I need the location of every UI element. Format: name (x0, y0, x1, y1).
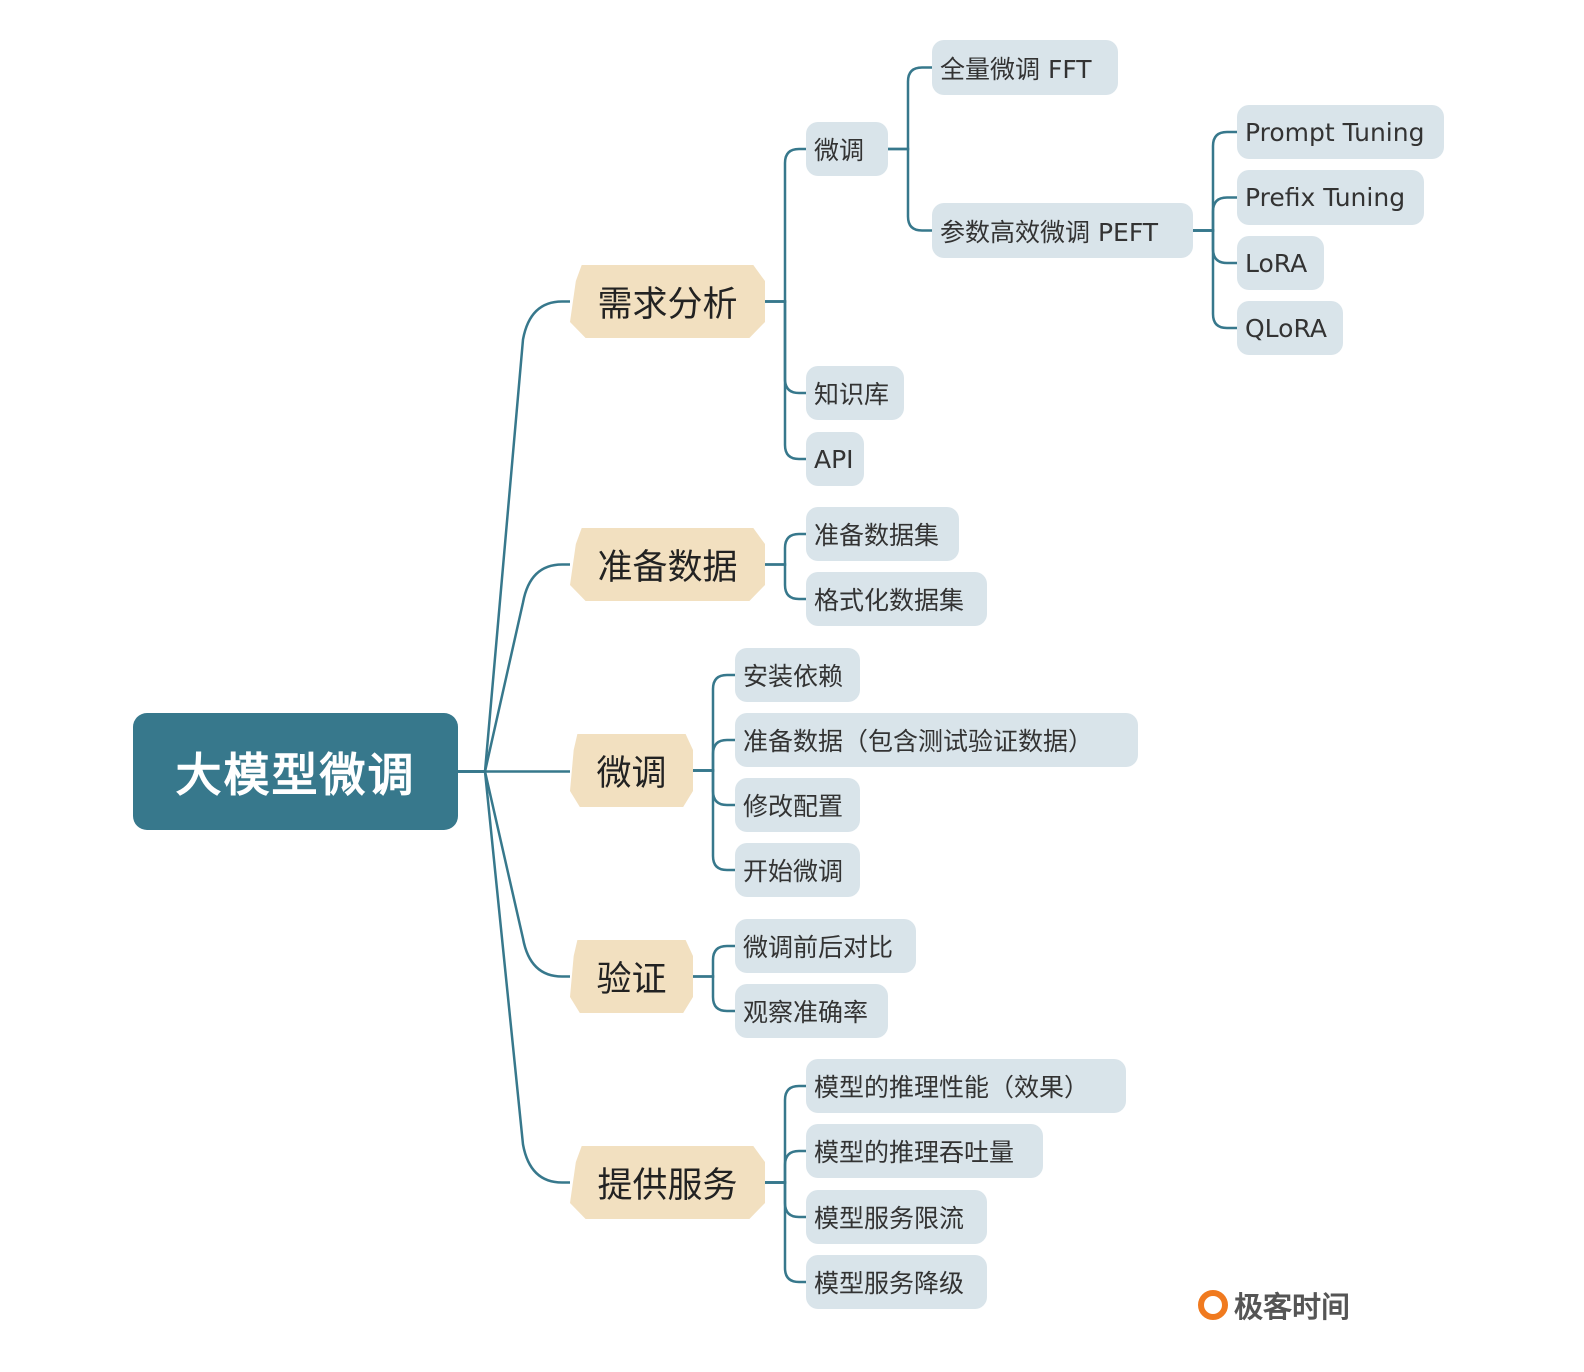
leaf-api: API (806, 432, 864, 486)
root-node: 大模型微调 (133, 713, 458, 830)
leaf-prefix-tuning: Prefix Tuning (1237, 170, 1424, 225)
branch-data: 准备数据 (570, 528, 765, 601)
connector-line (765, 532, 806, 566)
connector-line (458, 563, 570, 773)
connector-line (765, 1149, 806, 1184)
leaf-fft: 全量微调 FFT (932, 40, 1118, 95)
leaf-finetune: 微调 (806, 122, 888, 176)
connector-line (458, 770, 570, 978)
leaf-peft: 参数高效微调 PEFT (932, 203, 1193, 258)
logo-icon (1198, 1290, 1228, 1320)
leaf-serve-3: 模型服务限流 (806, 1190, 987, 1244)
connector-line (1193, 130, 1237, 232)
connector-line (693, 975, 735, 1013)
leaf-serve-1: 模型的推理性能（效果） (806, 1059, 1126, 1113)
branch-serve: 提供服务 (570, 1146, 765, 1219)
leaf-serve-2: 模型的推理吞吐量 (806, 1124, 1043, 1178)
connector-line (458, 770, 570, 1184)
leaf-verify-1: 微调前后对比 (735, 919, 916, 973)
connector-line (765, 300, 806, 461)
connector-line (765, 1084, 806, 1184)
connector-line (1193, 196, 1237, 232)
connector-line (1193, 229, 1237, 330)
branch-finetune: 微调 (570, 734, 693, 807)
leaf-ft-1: 安装依赖 (735, 648, 860, 702)
leaf-knowledge-base: 知识库 (806, 366, 904, 420)
connector-line (765, 563, 806, 601)
leaf-prompt-tuning: Prompt Tuning (1237, 105, 1444, 159)
connector-line (693, 673, 735, 772)
leaf-serve-4: 模型服务降级 (806, 1255, 987, 1309)
connector-line (888, 147, 932, 232)
leaf-qlora: QLoRA (1237, 301, 1343, 355)
connector-line (693, 769, 735, 872)
connector-line (458, 300, 570, 773)
connector-line (888, 66, 932, 151)
leaf-ft-4: 开始微调 (735, 843, 860, 897)
leaf-data-1: 准备数据集 (806, 507, 959, 561)
leaf-data-2: 格式化数据集 (806, 572, 987, 626)
connector-line (693, 738, 735, 772)
connector-line (1193, 229, 1237, 265)
leaf-ft-3: 修改配置 (735, 778, 860, 832)
leaf-ft-2: 准备数据（包含测试验证数据） (735, 713, 1138, 767)
connector-line (765, 1181, 806, 1284)
branch-requirements: 需求分析 (570, 265, 765, 338)
connector-line (765, 147, 806, 303)
leaf-lora: LoRA (1237, 236, 1324, 290)
leaf-verify-2: 观察准确率 (735, 984, 888, 1038)
logo-text: 极客时间 (1234, 1290, 1351, 1324)
connector-line (693, 944, 735, 978)
logo: 极客时间 (1198, 1284, 1350, 1326)
branch-verify: 验证 (570, 940, 693, 1013)
